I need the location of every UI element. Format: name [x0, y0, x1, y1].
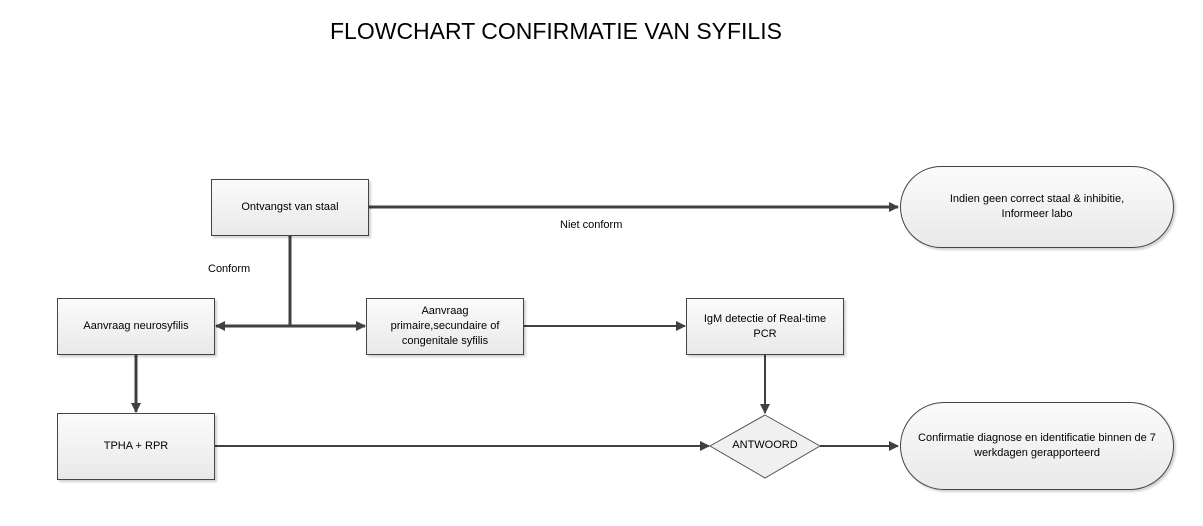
node-aanvraag-neurosyfilis: Aanvraag neurosyfilis	[57, 298, 215, 355]
edge-label-niet-conform: Niet conform	[560, 219, 623, 231]
node-tpha-rpr: TPHA + RPR	[57, 413, 215, 480]
node-aanvraag-primaire: Aanvraag primaire,secundaire of congenit…	[366, 298, 524, 355]
node-igm-label: IgM detectie of Real-time PCR	[703, 312, 827, 340]
node-ontvangst-label: Ontvangst van staal	[241, 201, 339, 213]
edge-label-conform: Conform	[208, 263, 251, 275]
node-confirmatie-label: Confirmatie diagnose en identificatie bi…	[918, 432, 1156, 459]
node-confirmatie-diagnose: Confirmatie diagnose en identificatie bi…	[900, 402, 1174, 490]
node-antwoord-label: ANTWOORD	[732, 439, 798, 451]
decision-diamond	[708, 414, 822, 479]
node-tpha-label: TPHA + RPR	[103, 440, 169, 452]
node-ontvangst-van-staal: Ontvangst van staal	[211, 179, 369, 236]
node-neurosyfilis-label: Aanvraag neurosyfilis	[83, 320, 189, 332]
page-title: FLOWCHART CONFIRMATIE VAN SYFILIS	[330, 18, 782, 44]
node-indien-geen-label: Indien geen correct staal & inhibitie, I…	[949, 193, 1125, 220]
node-igm-detectie: IgM detectie of Real-time PCR	[686, 298, 844, 355]
node-indien-geen-correct-staal: Indien geen correct staal & inhibitie, I…	[900, 166, 1174, 248]
node-primaire-label: Aanvraag primaire,secundaire of congenit…	[390, 305, 500, 347]
